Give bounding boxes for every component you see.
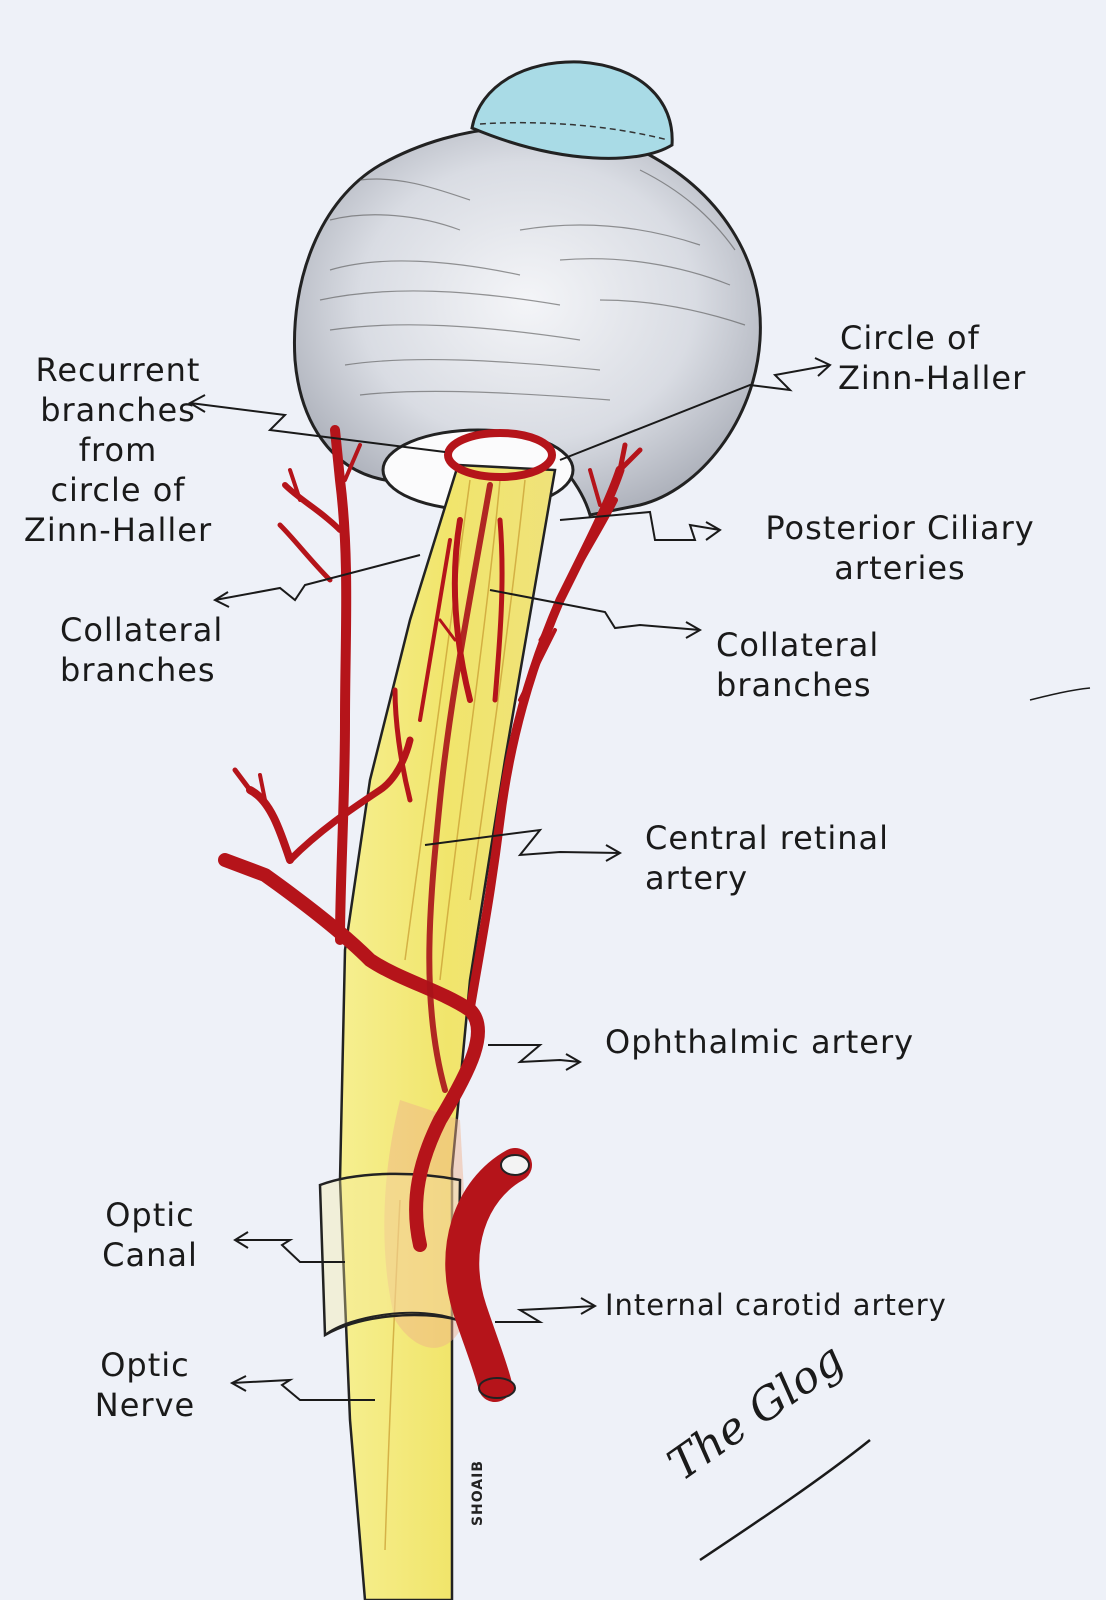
label-line: circle of	[50, 471, 186, 509]
label-internal-carotid-artery: Internal carotid artery	[605, 1288, 947, 1322]
cornea	[470, 60, 674, 160]
eyeball	[292, 125, 762, 517]
optic-nerve-body	[338, 463, 557, 1600]
label-line: Central retinal	[645, 819, 890, 857]
label-line: artery	[645, 859, 749, 897]
label-line: branches	[60, 651, 216, 689]
label-line: Zinn-Haller	[838, 359, 1027, 397]
label-collateral-branches-left: Collateral branches	[60, 610, 223, 690]
label-line: Canal	[102, 1236, 198, 1274]
label-line: Collateral	[716, 626, 880, 664]
label-collateral-branches-right: Collateral branches	[716, 625, 879, 705]
label-recurrent-branches: Recurrent branches from circle of Zinn-H…	[18, 350, 218, 550]
label-line: Optic	[105, 1196, 195, 1234]
label-posterior-ciliary-arteries: Posterior Ciliary arteries	[720, 508, 1080, 588]
label-line: branches	[40, 391, 196, 429]
optic-canal-ring	[318, 1172, 462, 1338]
label-line: Optic	[100, 1346, 190, 1384]
label-circle-zinn-haller: Circle of Zinn-Haller	[838, 318, 1026, 398]
label-line: Circle of	[840, 319, 980, 357]
label-line: from	[78, 431, 158, 469]
label-line: Posterior Ciliary	[765, 509, 1035, 547]
arteries	[218, 425, 643, 1402]
label-line: arteries	[834, 549, 966, 587]
label-line: Recurrent	[35, 351, 201, 389]
label-line: Collateral	[60, 611, 224, 649]
label-line: Nerve	[94, 1386, 196, 1424]
leader-lines	[187, 357, 1091, 1562]
artist-mark: SHOAIB	[470, 1460, 486, 1527]
label-line: branches	[716, 666, 872, 704]
label-optic-canal: Optic Canal	[60, 1195, 240, 1275]
label-central-retinal-artery: Central retinal artery	[645, 818, 889, 898]
label-ophthalmic-artery: Ophthalmic artery	[605, 1023, 915, 1061]
label-optic-nerve: Optic Nerve	[55, 1345, 235, 1425]
label-line: Zinn-Haller	[23, 511, 213, 549]
